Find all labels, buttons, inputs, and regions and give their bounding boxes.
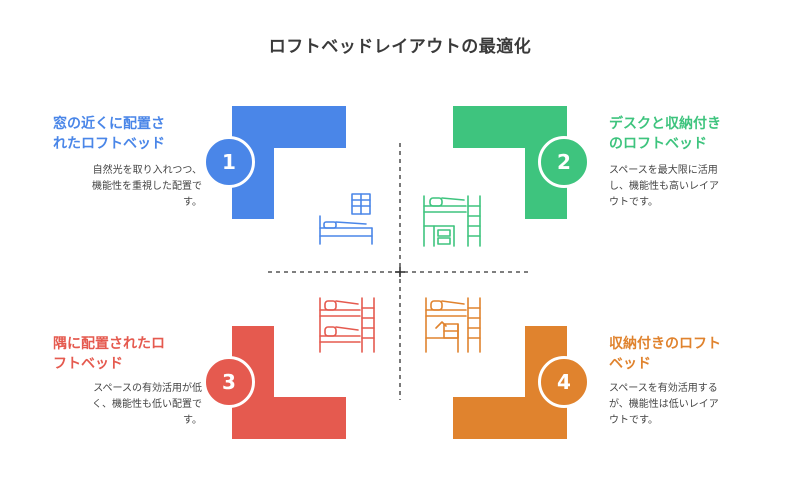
diagram-title: ロフトベッドレイアウトの最適化 [268,37,532,57]
quadrant-4-desc-line-2: が、機能性は低いレイア [609,399,719,410]
quadrant-1-desc-line-3: す。 [183,197,202,208]
quadrant-4-heading-line-1: 収納付きのロフト [609,336,721,352]
quadrant-2-desc-line-3: ウトです。 [609,197,658,208]
quadrant-1-description: 自然光を取り入れつつ、 機能性を重視した配置で す。 [36,163,202,211]
loft-bed-window-icon [319,193,373,245]
quadrant-2-desc-line-1: スペースを最大限に活用 [609,165,718,176]
quadrant-4-desc-line-1: スペースを有効活用する [609,383,718,394]
quadrant-1-heading-line-2: れたロフトベッド [53,136,165,152]
quadrant-4-number-badge: 4 [538,356,590,408]
quadrant-1-heading-line-1: 窓の近くに配置さ [53,116,165,132]
quadrant-3-description: スペースの有効活用が低 く、機能性も低い配置で す。 [36,381,202,429]
quadrant-1-desc-line-2: 機能性を重視した配置で [92,181,202,192]
quadrant-4-heading: 収納付きのロフト ベッド [609,334,721,374]
quadrant-2-number-badge: 2 [538,136,590,188]
quadrant-3-desc-line-3: す。 [183,415,202,426]
quadrant-2-desc-line-2: し、機能性も高いレイア [609,181,719,192]
loft-bed-desk-storage-icon [423,195,481,247]
quadrant-1-number-badge: 1 [203,136,255,188]
quadrant-4-heading-line-2: ベッド [609,356,651,372]
quadrant-3-number-badge: 3 [203,356,255,408]
quadrant-2-heading-line-1: デスクと収納付き [609,116,721,132]
quadrant-3-heading: 隅に配置されたロ フトベッド [53,334,165,374]
loft-bed-storage-icon [425,297,481,353]
quadrant-2-heading-line-2: のロフトベッド [609,136,707,152]
quadrant-4-description: スペースを有効活用する が、機能性は低いレイア ウトです。 [609,381,769,429]
quadrant-1-desc-line-1: 自然光を取り入れつつ、 [92,165,202,176]
quadrant-3-heading-line-2: フトベッド [53,356,123,372]
quadrant-1-heading: 窓の近くに配置さ れたロフトベッド [53,114,165,154]
quadrant-3-desc-line-2: く、機能性も低い配置で [92,399,202,410]
quadrant-2-description: スペースを最大限に活用 し、機能性も高いレイア ウトです。 [609,163,769,211]
quadrant-3-desc-line-1: スペースの有効活用が低 [93,383,202,394]
quadrant-3-heading-line-1: 隅に配置されたロ [53,336,165,352]
quadrant-2-heading: デスクと収納付き のロフトベッド [609,114,721,154]
quadrant-4-desc-line-3: ウトです。 [609,415,658,426]
bunk-bed-corner-icon [319,297,375,353]
